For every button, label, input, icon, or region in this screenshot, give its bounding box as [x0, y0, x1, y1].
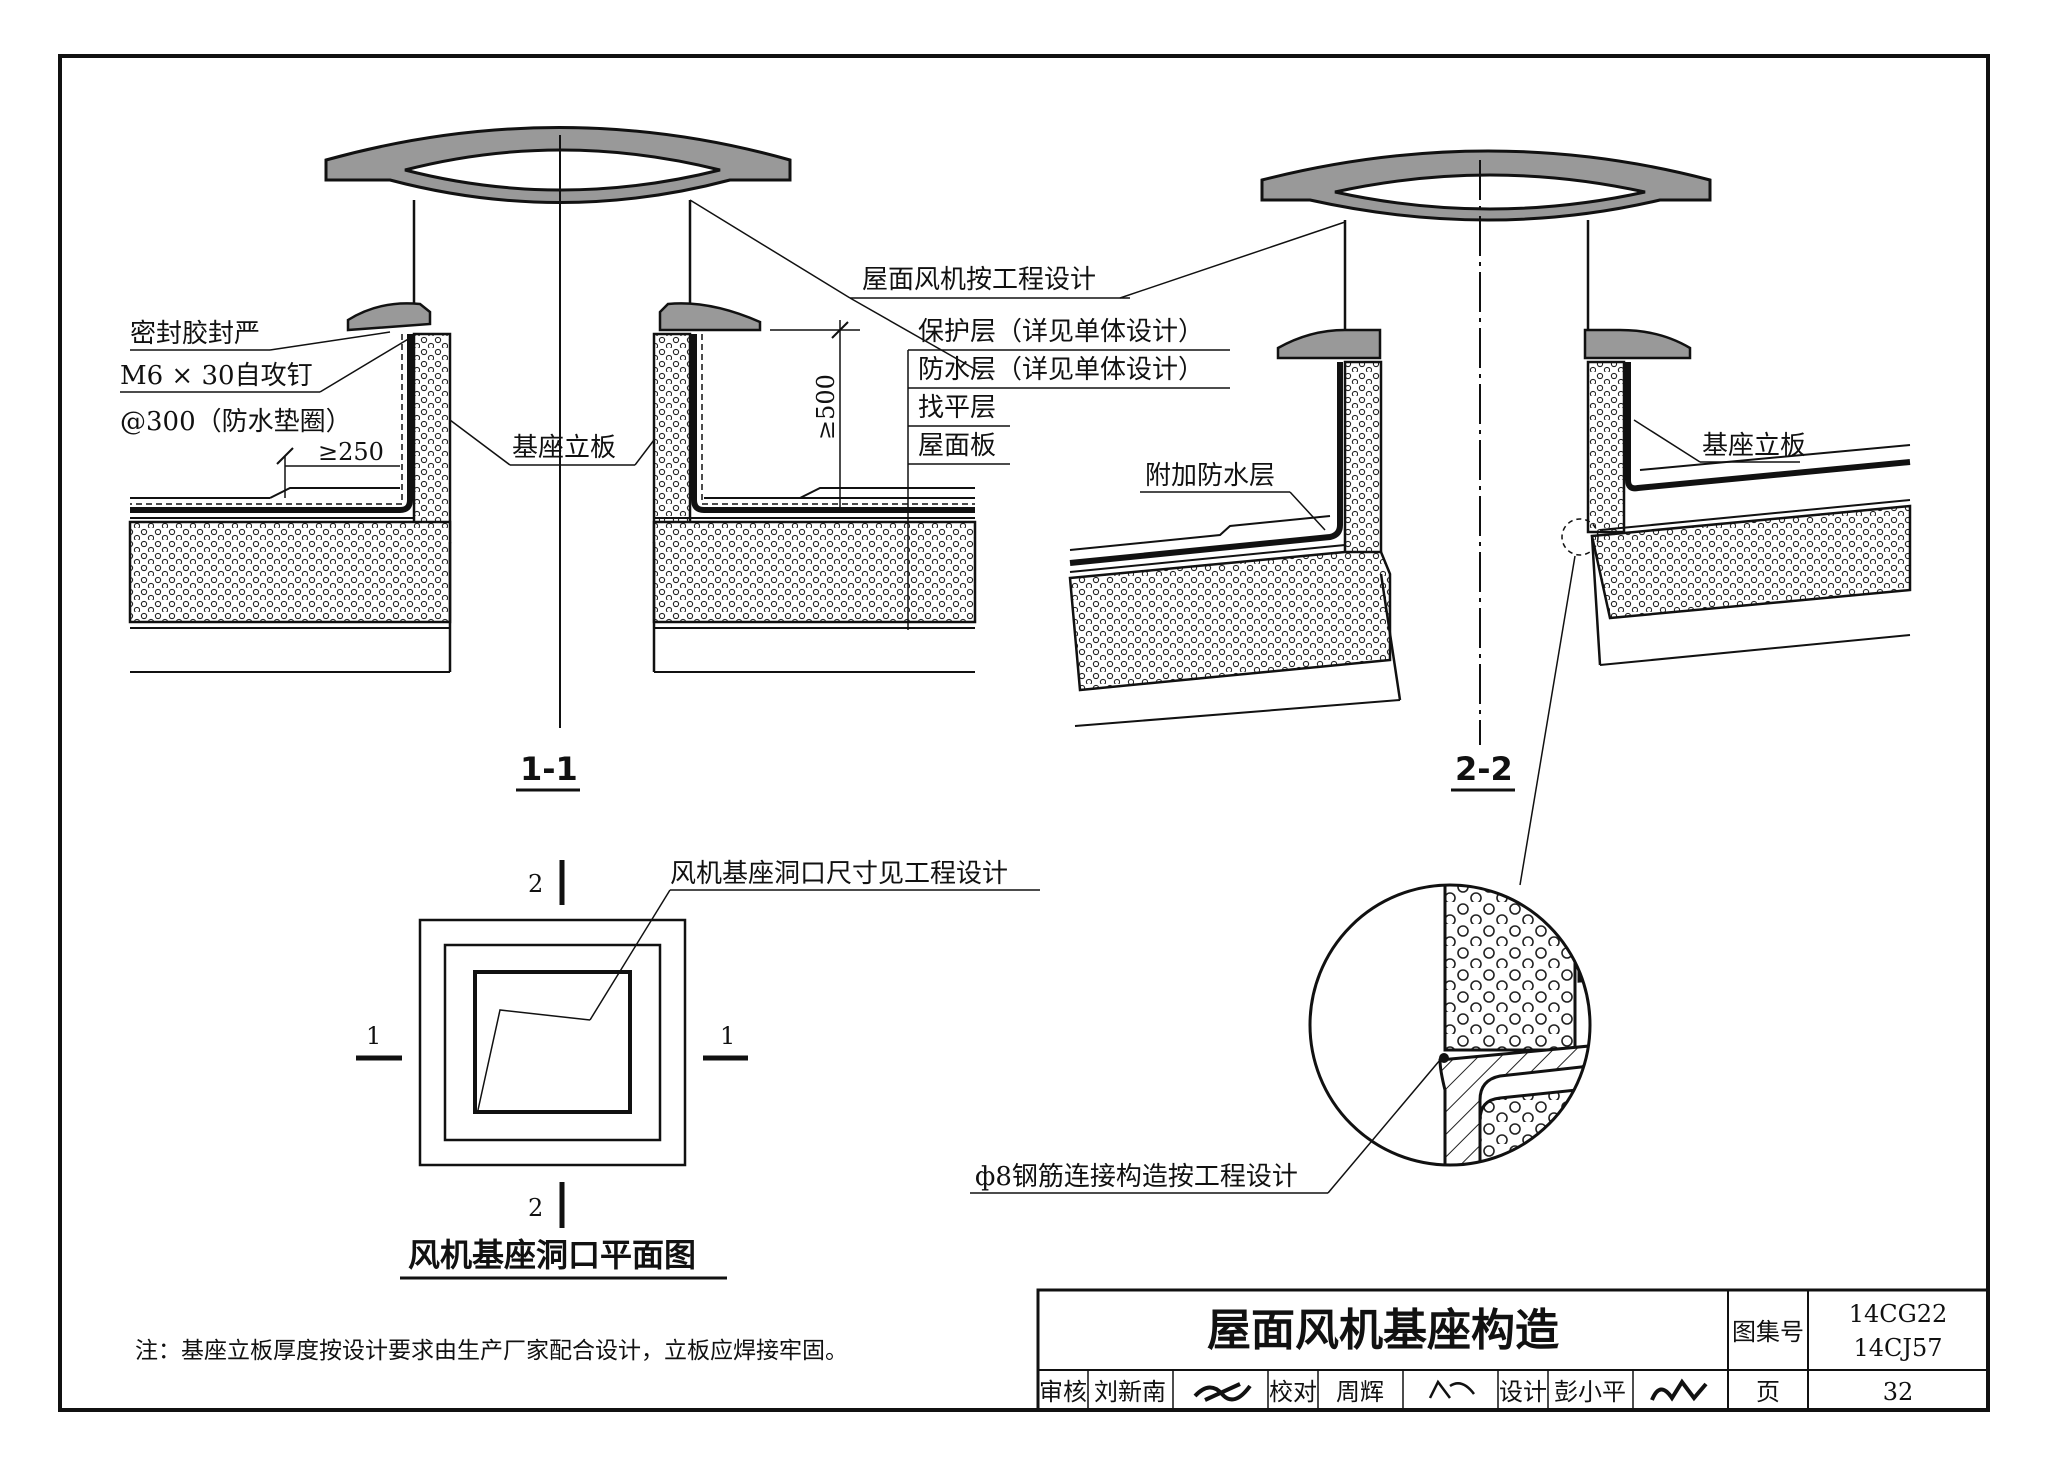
atlas-label: 图集号 [1732, 1318, 1804, 1346]
label-rebar-note: ф8钢筋连接构造按工程设计 [975, 1162, 1298, 1192]
checker-signature [1428, 1379, 1475, 1399]
review-label: 审核 [1039, 1378, 1087, 1406]
page-number: 32 [1883, 1378, 1914, 1406]
detail-circle: ф8钢筋连接构造按工程设计 [970, 883, 1592, 1194]
roof-slab-right [652, 520, 977, 624]
plan-opening [473, 970, 632, 1114]
opening-plan: 风机基座洞口尺寸见工程设计 2 2 1 1 风机基座洞口平面图 [356, 859, 1040, 1280]
roof-slab-2-left [1068, 550, 1392, 692]
detail-circle-outline [1308, 883, 1592, 1167]
designer: 彭小平 [1554, 1378, 1626, 1406]
label-screw-spacing: @300（防水垫圈） [120, 407, 352, 437]
detail-slab [1478, 988, 1590, 1165]
label-layer-roof: 屋面板 [918, 431, 996, 461]
detail-marker [1561, 518, 1599, 556]
section-1-1: ≥500 ≥250 密封胶封严 M6 × 30自攻钉 @300（防水垫圈） 基座… [120, 126, 1230, 792]
section-1-1-title: 1-1 [520, 750, 578, 788]
roof-slab-2-right [1590, 504, 1912, 620]
mark-bottom: 2 [528, 1194, 543, 1222]
label-fan: 屋面风机按工程设计 [862, 265, 1096, 295]
detail-steel [1438, 1043, 1590, 1165]
label-layer-waterproof: 防水层（详见单体设计） [918, 355, 1204, 385]
reviewer-signature [1193, 1382, 1252, 1402]
base-plate-2-right [1586, 360, 1626, 534]
reviewer: 刘新南 [1094, 1378, 1166, 1406]
plan-title: 风机基座洞口平面图 [408, 1236, 696, 1274]
atlas-no-2: 14CJ57 [1853, 1334, 1942, 1362]
plan-outer-square [418, 918, 687, 1167]
section-2-2: 附加防水层 基座立板 2-2 [1068, 149, 1912, 886]
mark-right: 1 [720, 1022, 735, 1050]
mark-left: 1 [366, 1022, 381, 1050]
label-base-plate: 基座立板 [512, 433, 616, 463]
title-block: 屋面风机基座构造 图集号 14CG22 14CJ57 审核 刘新南 校对 周辉 … [1036, 1288, 1990, 1412]
atlas-no-1: 14CG22 [1849, 1300, 1948, 1328]
dim-250: ≥250 [318, 438, 384, 466]
base-plate-left [412, 332, 452, 544]
section-2-2-title: 2-2 [1455, 750, 1513, 788]
plan-middle-square [443, 943, 662, 1142]
design-label: 设计 [1499, 1378, 1547, 1406]
drawing-title: 屋面风机基座构造 [1207, 1305, 1559, 1356]
dim-500: ≥500 [812, 374, 840, 440]
label-opening-note: 风机基座洞口尺寸见工程设计 [670, 859, 1008, 889]
page-label: 页 [1756, 1378, 1780, 1406]
label-extra-waterproof: 附加防水层 [1145, 461, 1275, 491]
mark-top: 2 [528, 870, 543, 898]
label-layer-protect: 保护层（详见单体设计） [918, 317, 1204, 347]
footnote: 注：基座立板厚度按设计要求由生产厂家配合设计，立板应焊接牢固。 [135, 1338, 848, 1364]
label-screw: M6 × 30自攻钉 [120, 361, 313, 391]
detail-curb [1443, 885, 1577, 1052]
designer-signature [1650, 1378, 1708, 1402]
base-plate-right [652, 332, 692, 544]
checker: 周辉 [1336, 1378, 1384, 1406]
check-label: 校对 [1269, 1378, 1317, 1406]
sheet-border [58, 54, 1990, 1412]
label-layer-leveling: 找平层 [918, 393, 996, 423]
roof-slab-left [128, 520, 452, 624]
label-base-plate-2: 基座立板 [1702, 431, 1806, 461]
fan-cap-opening [404, 148, 721, 192]
label-sealant: 密封胶封严 [130, 319, 260, 349]
base-plate-2-left [1343, 360, 1383, 576]
